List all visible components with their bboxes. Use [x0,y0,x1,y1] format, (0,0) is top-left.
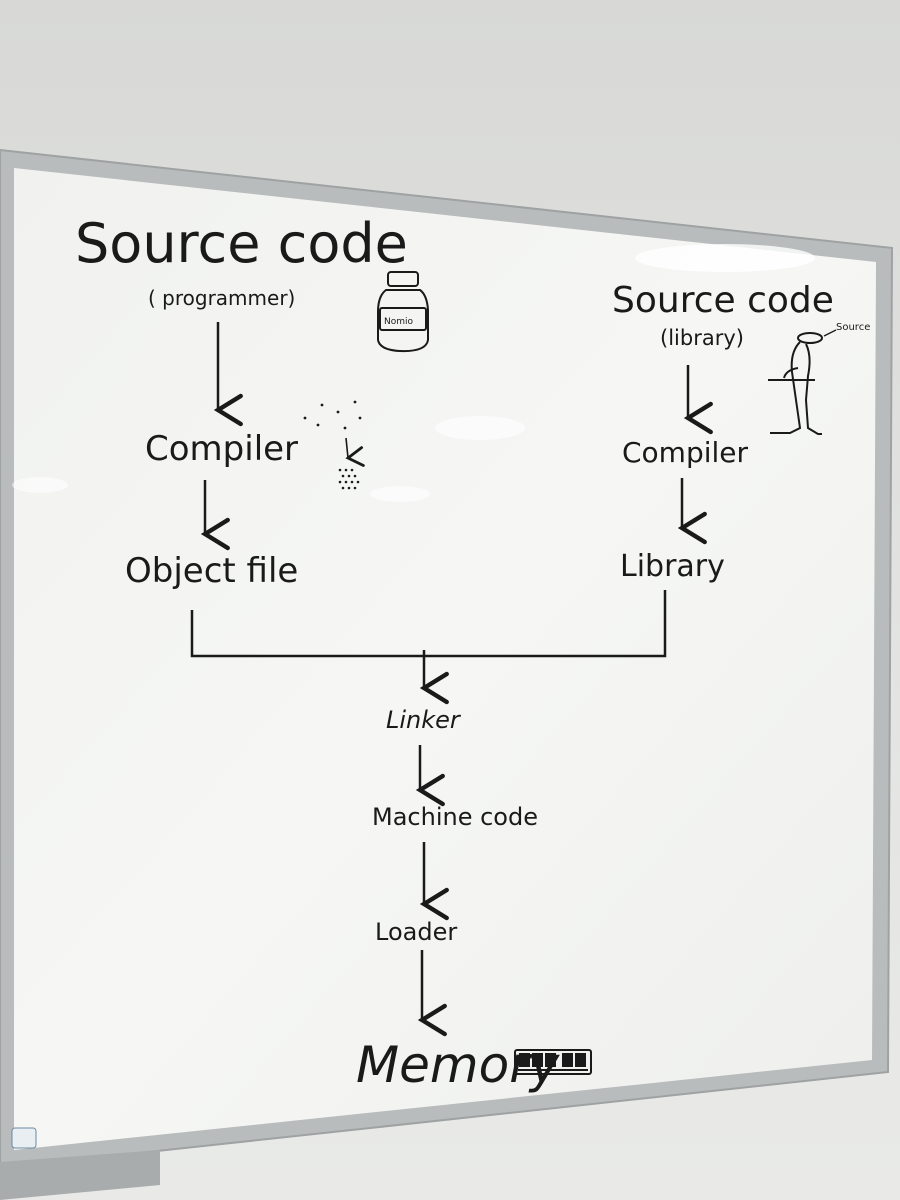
memory-stick-icon [514,1049,592,1075]
right-compiler-label: Compiler [622,436,749,469]
figure-pointer [823,329,837,337]
left-compiler-label: Compiler [145,429,298,469]
loader-label: Loader [375,918,457,946]
figure-label: Source [836,322,870,333]
marker-tray [0,1150,160,1200]
machine-code-label: Machine code [372,803,538,831]
memory-label: Memory [356,1036,561,1094]
jar-label: Nomio [384,317,414,327]
right-source-label: Source code [612,280,834,321]
right-source-sub: (library) [660,326,744,350]
board-glare [635,244,815,272]
right-output-label: Library [620,549,725,584]
board-glare [435,416,525,440]
board-glare [370,486,430,502]
left-source-sub: ( programmer) [148,286,295,310]
arrow-dots [345,437,365,467]
person-icon [768,332,823,435]
left-source-label: Source code [75,212,408,275]
jar-icon: Nomio [377,271,429,353]
dots-icon [303,400,362,490]
left-output-label: Object file [125,551,298,591]
tray-logo [11,1127,37,1149]
merge-bracket [190,590,667,658]
board-glare [12,477,68,493]
linker-label: Linker [386,706,462,734]
